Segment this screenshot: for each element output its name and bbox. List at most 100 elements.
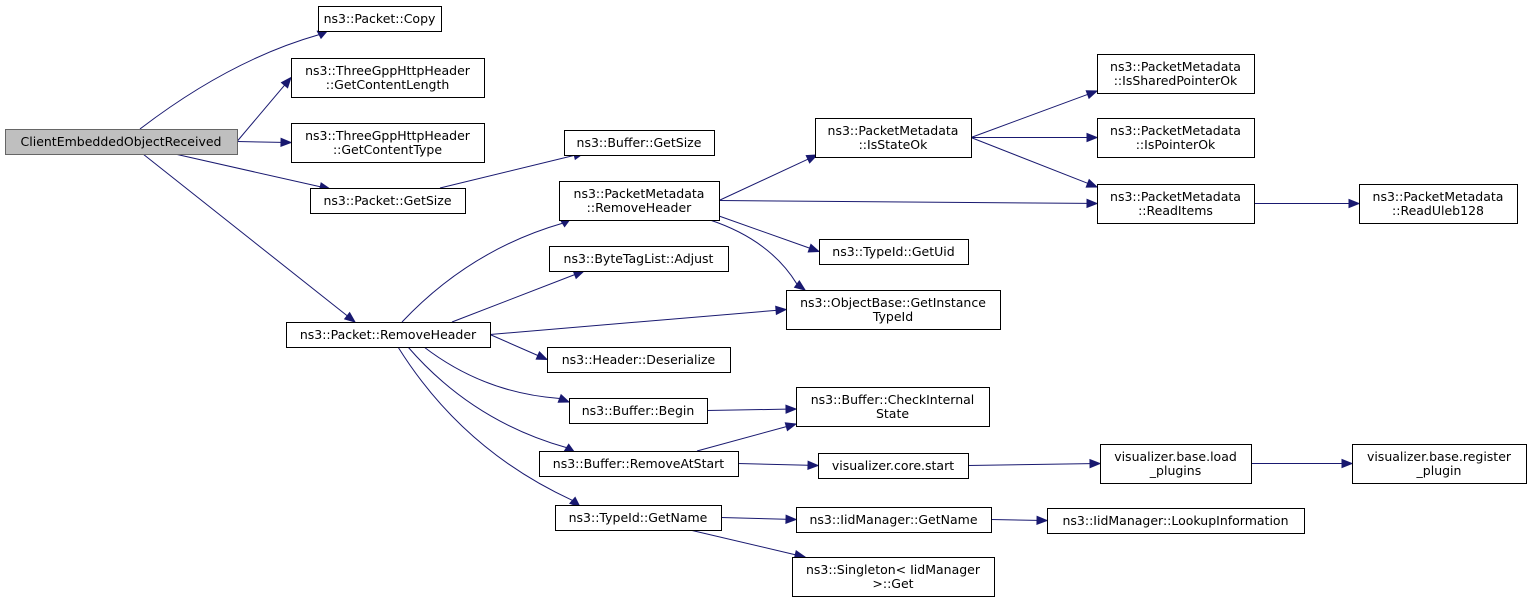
arrowhead-icon	[1085, 90, 1099, 100]
node-box	[796, 387, 990, 427]
node-box	[547, 347, 731, 373]
arrowhead-icon	[1085, 178, 1099, 188]
node-label: ::ReadItems	[1138, 203, 1213, 218]
node-singleton-get[interactable]: ns3::Singleton< IidManager>::Get	[792, 557, 995, 597]
node-pm-isstateok[interactable]: ns3::PacketMetadata::IsStateOk	[815, 118, 972, 158]
node-label: ns3::PacketMetadata	[1110, 123, 1241, 138]
node-box	[291, 58, 485, 98]
node-viz-base-loadplugins[interactable]: visualizer.base.load_plugins	[1100, 444, 1252, 484]
node-buffer-removeatstart[interactable]: ns3::Buffer::RemoveAtStart	[539, 451, 739, 477]
node-label: >::Get	[872, 576, 913, 591]
node-packet-removeheader[interactable]: ns3::Packet::RemoveHeader	[286, 322, 491, 348]
node-label: ns3::ThreeGppHttpHeader	[305, 128, 471, 143]
edge-pm-removeheader-to-typeid-getuid	[718, 215, 810, 249]
node-label: ns3::IidManager::GetName	[809, 512, 977, 527]
node-viz-base-registerplugin[interactable]: visualizer.base.register_plugin	[1352, 444, 1527, 484]
node-iidmanager-getname[interactable]: ns3::IidManager::GetName	[796, 507, 992, 533]
node-box	[318, 6, 442, 32]
arrowhead-icon	[793, 279, 807, 291]
arrowhead-icon	[1348, 198, 1361, 209]
node-label: _plugin	[1416, 463, 1462, 478]
node-box	[819, 239, 969, 265]
node-box	[792, 557, 995, 597]
node-box	[818, 453, 969, 479]
node-http-contentlength[interactable]: ns3::ThreeGppHttpHeader::GetContentLengt…	[291, 58, 485, 98]
node-box	[1359, 184, 1518, 224]
edge-packet-removeheader-to-buffer-begin	[423, 346, 560, 399]
arrowhead-icon	[807, 243, 821, 253]
node-box	[569, 398, 708, 424]
node-label: ns3::Singleton< IidManager	[806, 562, 981, 577]
node-packet-getsize[interactable]: ns3::Packet::GetSize	[310, 188, 466, 214]
node-box	[1352, 444, 1527, 484]
node-box	[1097, 54, 1255, 94]
node-label: ::RemoveHeader	[587, 200, 693, 215]
edge-buffer-removeatstart-to-buffer-checkinternalstate	[696, 426, 787, 452]
node-label: ns3::ByteTagList::Adjust	[564, 251, 714, 266]
node-box	[564, 130, 715, 156]
arrowhead-icon	[535, 350, 549, 361]
node-root[interactable]: ClientEmbeddedObjectReceived	[5, 129, 238, 155]
node-box	[549, 246, 729, 272]
node-pm-ispointerok[interactable]: ns3::PacketMetadata::IsPointerOk	[1097, 118, 1255, 158]
node-box	[555, 505, 722, 531]
edge-iidmanager-getname-to-iidmanager-lookupinformation	[990, 519, 1038, 521]
node-pm-issharedpointerok[interactable]: ns3::PacketMetadata::IsSharedPointerOk	[1097, 54, 1255, 94]
node-box	[796, 507, 992, 533]
node-box	[815, 118, 972, 158]
node-label: State	[876, 406, 909, 421]
node-box	[286, 322, 491, 348]
node-label: ::GetContentType	[333, 142, 442, 157]
edge-pm-isstateok-to-pm-readitems	[970, 137, 1088, 184]
edge-root-to-http-contenttype	[236, 141, 282, 143]
node-box	[1097, 184, 1255, 224]
arrowhead-icon	[280, 137, 293, 148]
edge-root-to-packet-copy	[139, 34, 320, 130]
edge-packet-removeheader-to-bytetaglist-adjust	[451, 274, 575, 323]
node-buffer-getsize[interactable]: ns3::Buffer::GetSize	[564, 130, 715, 156]
node-box	[1047, 508, 1305, 534]
node-pm-readitems[interactable]: ns3::PacketMetadata::ReadItems	[1097, 184, 1255, 224]
edge-packet-removeheader-to-objectbase-getinstancetypeid	[489, 309, 777, 335]
edge-packet-removeheader-to-header-deserialize	[489, 334, 539, 356]
node-label: ns3::PacketMetadata	[1110, 59, 1241, 74]
node-label: ns3::PacketMetadata	[828, 123, 959, 138]
node-buffer-begin[interactable]: ns3::Buffer::Begin	[569, 398, 708, 424]
node-pm-readuleb128[interactable]: ns3::PacketMetadata::ReadUleb128	[1359, 184, 1518, 224]
node-iidmanager-lookupinformation[interactable]: ns3::IidManager::LookupInformation	[1047, 508, 1305, 534]
node-packet-copy[interactable]: ns3::Packet::Copy	[318, 6, 442, 32]
node-box	[5, 129, 238, 155]
edge-packet-removeheader-to-pm-removeheader	[401, 222, 563, 323]
node-label: ns3::TypeId::GetName	[569, 510, 708, 525]
node-box	[786, 290, 1001, 330]
node-header-deserialize[interactable]: ns3::Header::Deserialize	[547, 347, 731, 373]
node-label: ClientEmbeddedObjectReceived	[21, 134, 222, 149]
edge-typeid-getname-to-singleton-get	[689, 529, 796, 556]
node-label: ns3::PacketMetadata	[574, 186, 705, 201]
edge-root-to-packet-getsize	[174, 153, 321, 188]
node-label: visualizer.core.start	[832, 458, 954, 473]
edge-packet-removeheader-to-typeid-getname	[397, 346, 573, 501]
node-viz-core-start[interactable]: visualizer.core.start	[818, 453, 969, 479]
node-label: ::ReadUleb128	[1392, 203, 1484, 218]
edge-root-to-packet-removeheader	[142, 153, 348, 317]
nodes-layer: ClientEmbeddedObjectReceivedns3::Packet:…	[5, 6, 1527, 597]
node-pm-removeheader[interactable]: ns3::PacketMetadata::RemoveHeader	[559, 181, 720, 221]
node-label: ns3::Buffer::Begin	[582, 403, 695, 418]
node-bytetaglist-adjust[interactable]: ns3::ByteTagList::Adjust	[549, 246, 729, 272]
node-label: ns3::Buffer::CheckInternal	[811, 392, 975, 407]
node-typeid-getname[interactable]: ns3::TypeId::GetName	[555, 505, 722, 531]
node-typeid-getuid[interactable]: ns3::TypeId::GetUid	[819, 239, 969, 265]
node-label: ns3::ThreeGppHttpHeader	[305, 63, 471, 78]
edge-pm-removeheader-to-pm-readitems	[718, 200, 1088, 204]
edge-pm-removeheader-to-objectbase-getinstancetypeid	[709, 219, 798, 285]
node-label: ns3::PacketMetadata	[1373, 189, 1504, 204]
node-label: ::IsSharedPointerOk	[1114, 73, 1238, 88]
node-label: ns3::IidManager::LookupInformation	[1062, 513, 1288, 528]
node-http-contenttype[interactable]: ns3::ThreeGppHttpHeader::GetContentType	[291, 123, 485, 163]
arrowhead-icon	[784, 422, 798, 432]
edge-buffer-begin-to-buffer-checkinternalstate	[706, 408, 787, 411]
